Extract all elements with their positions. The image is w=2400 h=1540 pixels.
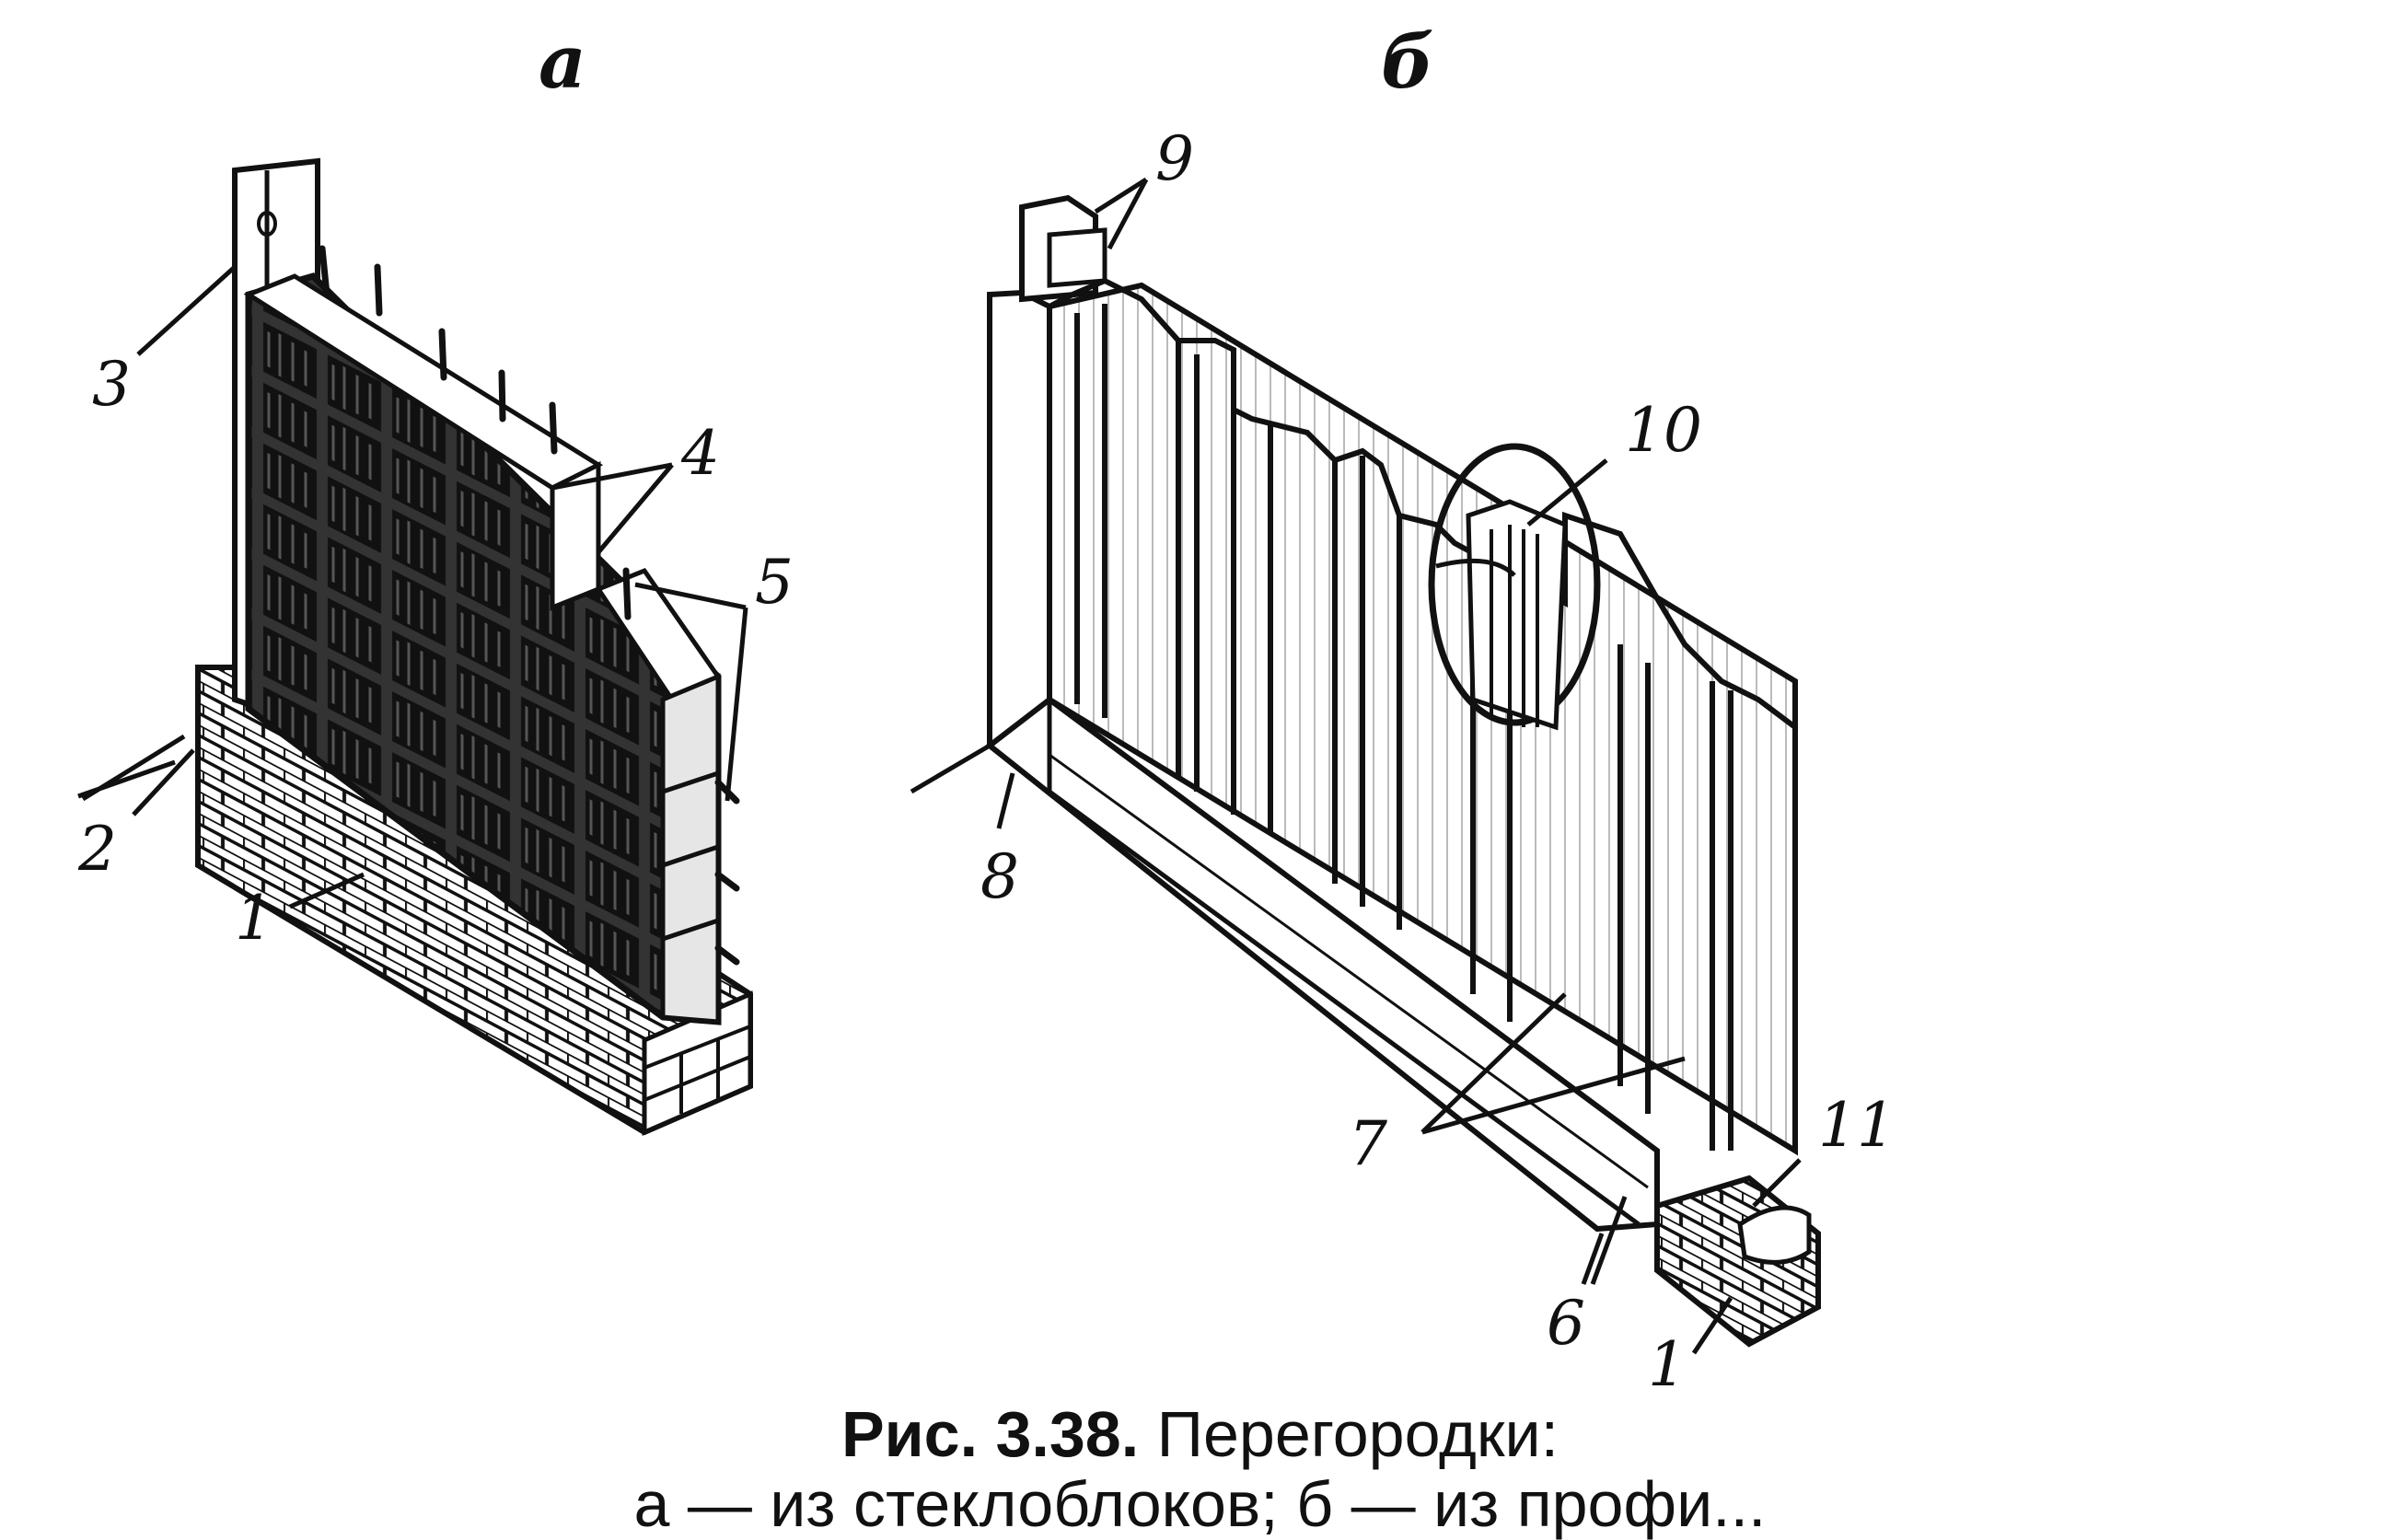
- caption-title: Перегородки:: [1156, 1398, 1559, 1470]
- floor-rail: [985, 696, 1660, 1233]
- label-a-5: 5: [755, 547, 794, 618]
- label-b-7: 7: [1349, 1108, 1387, 1179]
- caption-number: Рис. 3.38.: [841, 1398, 1140, 1470]
- label-a-3: 3: [92, 349, 131, 420]
- label-a-2: 2: [77, 814, 117, 885]
- brick-base-b: [1654, 1175, 1821, 1348]
- partition-diagrams: а 3 4 5 2 1: [77, 18, 1896, 1400]
- subfigure-label-a: а: [539, 18, 586, 105]
- end-post: [987, 194, 1107, 769]
- diagram-a: а 3 4 5 2 1: [77, 18, 794, 1136]
- profile-panels: [1047, 277, 1798, 1156]
- label-b-6: 6: [1547, 1288, 1585, 1359]
- label-b-8: 8: [980, 841, 1019, 912]
- label-b-10: 10: [1625, 395, 1702, 466]
- label-b-9: 9: [1155, 123, 1194, 194]
- label-a-4: 4: [680, 418, 720, 489]
- label-a-1: 1: [235, 883, 273, 954]
- label-b-1: 1: [1648, 1329, 1687, 1400]
- detail-circle: [1428, 443, 1601, 731]
- figure-caption-line2: а — из стеклоблоков; б — из профи...: [633, 1468, 1767, 1540]
- leader-lines-b: [910, 177, 1802, 1355]
- diagram-b: б 9 10 8 7 6 1 11: [910, 18, 1896, 1400]
- label-b-11: 11: [1818, 1090, 1896, 1161]
- leader-lines-a: [77, 265, 748, 909]
- glass-block-wall: [243, 272, 722, 1025]
- reinforcing-rods: [319, 245, 740, 966]
- subfigure-label-b: б: [1381, 18, 1434, 105]
- figure-caption: Рис. 3.38. Перегородки:: [0, 1399, 2400, 1469]
